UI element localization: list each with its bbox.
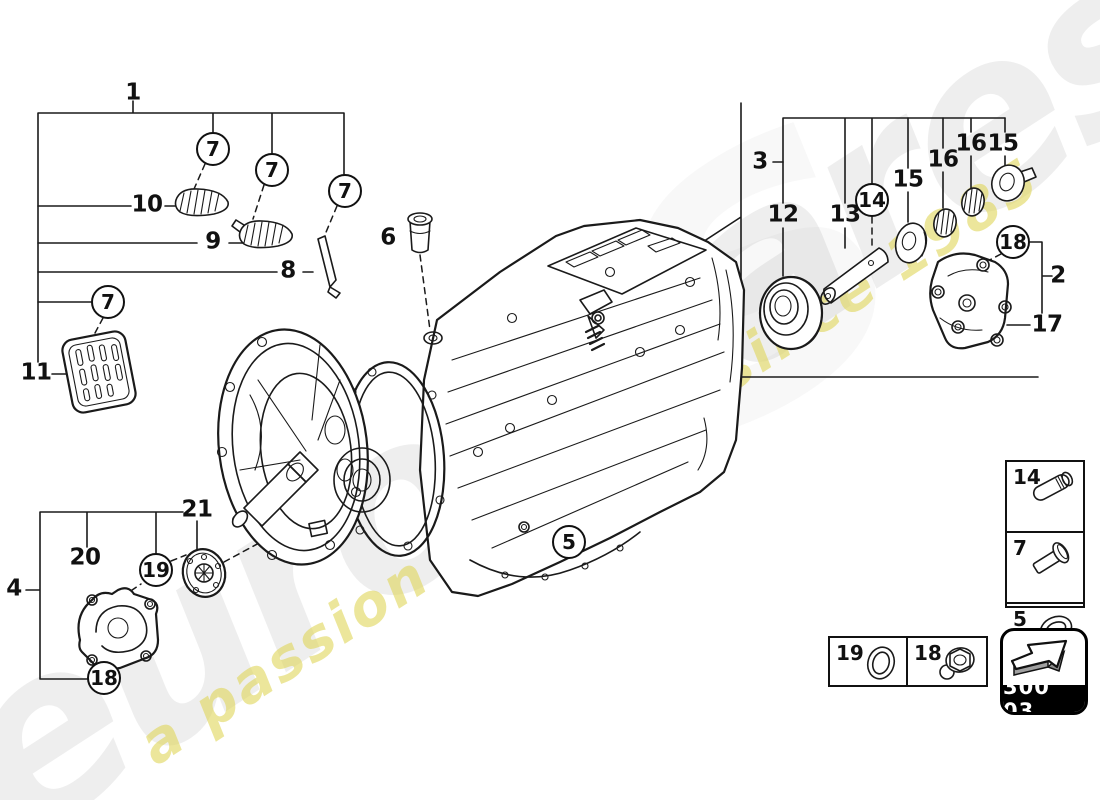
part-8-spring-clip <box>317 235 341 299</box>
part-6-breather <box>407 212 433 254</box>
part-20-pump-cover <box>77 587 160 671</box>
legend-number: 14 <box>1013 465 1041 489</box>
callout-15-b[interactable]: 15 <box>987 130 1019 157</box>
legend-cell-7: 7 <box>1007 533 1083 604</box>
part-21-pump-rotor <box>181 548 227 598</box>
splined-pin-icon <box>1032 471 1074 501</box>
gearbox-illustration <box>216 218 746 598</box>
part-15-keyed-washer <box>990 164 1037 202</box>
callout-9[interactable]: 9 <box>205 228 221 255</box>
reference-lines <box>25 100 1053 680</box>
callout-20[interactable]: 20 <box>69 544 101 571</box>
part-11-slotted-plate <box>61 330 137 414</box>
legend-number: 5 <box>1013 606 1027 631</box>
callout-circle-5[interactable]: 5 <box>552 525 586 559</box>
bottom-legend-box: 19 18 <box>828 636 988 687</box>
part-12-bearing <box>758 275 824 351</box>
callout-circle-19[interactable]: 19 <box>139 553 173 587</box>
part-16-bushing-a <box>933 208 957 238</box>
bell-housing <box>216 328 391 566</box>
callout-17[interactable]: 17 <box>1031 311 1063 338</box>
section-badge[interactable]: 300 03 <box>1000 628 1088 715</box>
callout-16-b[interactable]: 16 <box>955 130 987 157</box>
legend-number: 19 <box>836 641 864 665</box>
callout-16-a[interactable]: 16 <box>927 146 959 173</box>
seal-ring-icon <box>866 646 896 680</box>
callout-1[interactable]: 1 <box>125 79 141 106</box>
callout-6[interactable]: 6 <box>380 224 396 251</box>
callout-3[interactable]: 3 <box>752 148 768 175</box>
callout-circle-7-b[interactable]: 7 <box>255 153 289 187</box>
callout-15-a[interactable]: 15 <box>892 166 924 193</box>
callout-4[interactable]: 4 <box>6 575 22 602</box>
callout-circle-18-a[interactable]: 18 <box>996 225 1030 259</box>
part-17-end-cover <box>929 252 1012 350</box>
callout-2[interactable]: 2 <box>1050 262 1066 289</box>
part-9-rib-plate <box>231 219 294 249</box>
callout-circle-7-c[interactable]: 7 <box>328 174 362 208</box>
dowel-bolt-icon <box>1032 542 1070 574</box>
part-13-pin <box>820 247 889 305</box>
callout-circle-18-b[interactable]: 18 <box>87 661 121 695</box>
callout-circle-7-a[interactable]: 7 <box>196 132 230 166</box>
callout-13[interactable]: 13 <box>829 201 861 228</box>
callout-21[interactable]: 21 <box>181 496 213 523</box>
callout-circle-14[interactable]: 14 <box>855 183 889 217</box>
legend-cell-14: 14 <box>1007 462 1083 533</box>
legend-number: 7 <box>1013 535 1027 560</box>
part-15-washer <box>894 222 928 264</box>
legend-cell-18: 18 <box>908 638 986 685</box>
part-10-rib-plate <box>174 188 230 217</box>
flange-bolt-icon <box>939 647 975 680</box>
legend-cell-19: 19 <box>830 638 908 685</box>
direction-arrow-icon <box>1010 639 1068 676</box>
part-16-bushing-b <box>961 187 985 217</box>
callout-8[interactable]: 8 <box>280 257 296 284</box>
legend-number: 18 <box>914 641 942 665</box>
callout-11[interactable]: 11 <box>20 359 52 386</box>
callout-circle-7-d[interactable]: 7 <box>91 285 125 319</box>
side-legend-box: 14 7 5 <box>1005 460 1085 643</box>
callout-10[interactable]: 10 <box>131 191 163 218</box>
callout-12[interactable]: 12 <box>767 201 799 228</box>
badge-code: 300 03 <box>1003 675 1085 712</box>
